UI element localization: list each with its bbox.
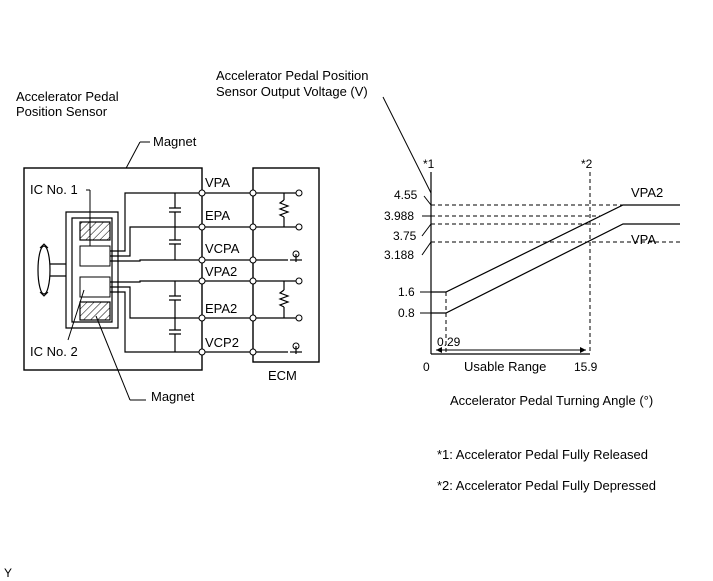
marker-2: *2	[581, 157, 593, 171]
xtick-15-9: 15.9	[574, 360, 598, 374]
ecm-internal-circuit-1	[256, 189, 303, 262]
magnet-top	[79, 221, 111, 241]
wire-vpa-internal	[110, 192, 202, 252]
usable-range-arrow-right-icon	[580, 347, 586, 353]
terminal-vcpa: VCPA	[205, 241, 240, 256]
capacitor-2	[169, 227, 181, 260]
usable-range-label: Usable Range	[464, 359, 546, 374]
graph-xlabel: Accelerator Pedal Turning Angle (°)	[450, 393, 653, 408]
wire-epa-internal	[110, 226, 202, 257]
shaft	[50, 263, 66, 277]
ecm-internal-circuit-2	[256, 277, 303, 354]
ic-holder	[65, 211, 119, 329]
ytick-4-55: 4.55	[394, 188, 418, 202]
terminal-vpa2: VPA2	[205, 264, 237, 279]
ylabel-leader	[382, 96, 432, 194]
sensor-title-line1: Accelerator Pedal	[16, 89, 119, 104]
marker-1: *1	[423, 157, 435, 171]
ytick-3-75: 3.75	[393, 229, 417, 243]
series-vpa-label: VPA	[631, 232, 656, 247]
magnet-bottom-leader-diag	[95, 315, 131, 401]
series-vpa2-label: VPA2	[631, 185, 663, 200]
sensor-housing	[23, 167, 203, 371]
ic1-label: IC No. 1	[30, 182, 78, 197]
usable-range-arrow-left-icon	[436, 347, 442, 353]
capacitor-3	[169, 281, 181, 318]
magnet-top-label: Magnet	[153, 134, 197, 149]
wire-vcpa-internal	[110, 259, 202, 262]
ic2-leader	[67, 289, 85, 341]
xtick-0: 0	[423, 360, 430, 374]
capacitor-1	[169, 193, 181, 227]
magnet-bottom	[79, 301, 111, 321]
note-1: *1: Accelerator Pedal Fully Released	[437, 447, 648, 462]
series-vpa-line	[431, 223, 680, 314]
graph-ylabel-line2: Sensor Output Voltage (V)	[216, 84, 368, 99]
ytick-0-8: 0.8	[398, 306, 415, 320]
rotation-arrowheads-icon	[39, 243, 49, 297]
sensor-title-line2: Position Sensor	[16, 104, 108, 119]
ytick-3-188: 3.188	[384, 248, 414, 262]
graph-ylabel-line1: Accelerator Pedal Position	[216, 68, 368, 83]
ytick-leaders	[420, 195, 432, 314]
wire-epa2-internal	[110, 286, 202, 319]
terminal-vcp2: VCP2	[205, 335, 239, 350]
xtick-0-29: 0.29	[437, 335, 461, 349]
ecm-box	[252, 167, 320, 363]
ytick-1-6: 1.6	[398, 285, 415, 299]
ic2-chip	[79, 276, 111, 298]
terminal-epa2: EPA2	[205, 301, 237, 316]
ic1-chip	[79, 245, 111, 267]
terminal-epa: EPA	[205, 208, 230, 223]
capacitor-4	[169, 318, 181, 352]
ecm-label: ECM	[268, 368, 297, 383]
ytick-3-988: 3.988	[384, 209, 414, 223]
magnet-bottom-label: Magnet	[151, 389, 195, 404]
harness-wires	[205, 192, 253, 353]
terminal-vpa: VPA	[205, 175, 230, 190]
wire-vcp2-internal	[110, 291, 202, 353]
ic-holder-inner	[71, 217, 113, 323]
series-vpa2-line	[431, 204, 680, 293]
ic2-label: IC No. 2	[30, 344, 78, 359]
sensor-connector-nodes	[198, 189, 206, 356]
wire-vpa2-internal	[110, 280, 202, 283]
corner-mark: Y	[4, 566, 12, 580]
note-2: *2: Accelerator Pedal Fully Depressed	[437, 478, 656, 493]
rotation-arrow-icon	[37, 245, 51, 295]
